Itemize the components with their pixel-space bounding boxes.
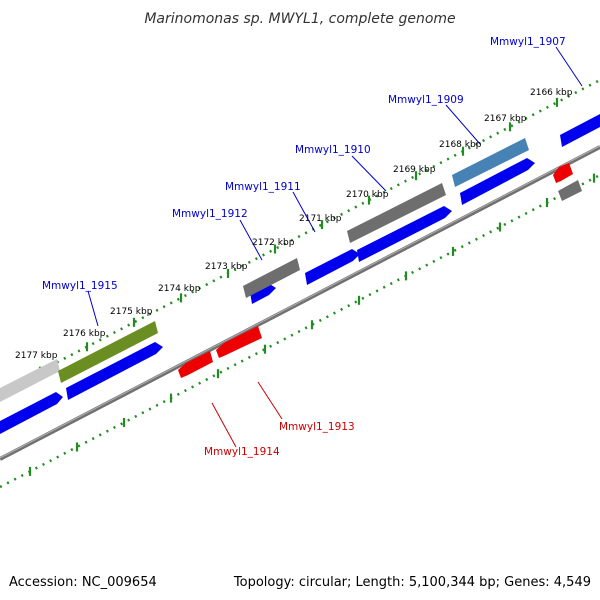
gene-label-mmwyl1-1910[interactable]: Mmwyl1_1910 [295,144,371,156]
gene-label-mmwyl1-1912[interactable]: Mmwyl1_1912 [172,208,248,220]
forward-cds [250,283,276,304]
feature-bar-gray [558,180,582,201]
lower-tick-ring [0,173,600,489]
upper-tick-ring [0,78,600,394]
tick-label: 2175 kbp [110,307,153,317]
tick-label: 2174 kbp [158,284,201,294]
tick-label: 2169 kbp [393,165,436,175]
gene-label-mmwyl1-1913[interactable]: Mmwyl1_1913 [279,421,355,433]
tick-label: 2176 kbp [63,329,106,339]
forward-cds [357,206,452,262]
feature-bar-gray [347,183,446,243]
gene-label-mmwyl1-1907[interactable]: Mmwyl1_1907 [490,36,566,48]
tick-label: 2171 kbp [299,214,342,224]
tick-label: 2173 kbp [205,262,248,272]
lower-major-ticks [28,173,596,476]
feature-bar-light-gray [0,359,60,402]
tick-label: 2172 kbp [252,238,295,248]
feature-bar-gray [243,258,300,298]
tick-label: 2170 kbp [346,190,389,200]
gene-labels: Mmwyl1_1907 Mmwyl1_1909 Mmwyl1_1910 Mmwy… [42,36,566,458]
tick-label: 2167 kbp [484,114,527,124]
feature-bar-olive [58,321,158,383]
forward-cds [560,114,600,147]
forward-cds [460,158,535,205]
genome-summary-text: Topology: circular; Length: 5,100,344 bp… [233,575,591,590]
label-leaders [87,46,583,448]
gene-label-mmwyl1-1911[interactable]: Mmwyl1_1911 [225,181,301,193]
forward-cds [66,342,163,400]
gene-label-mmwyl1-1909[interactable]: Mmwyl1_1909 [388,94,464,106]
features [0,114,600,434]
tick-label: 2166 kbp [530,88,573,98]
forward-cds [305,249,360,285]
tick-label: 2177 kbp [15,351,58,361]
gene-label-mmwyl1-1914[interactable]: Mmwyl1_1914 [204,446,280,458]
genome-backbone [0,145,600,461]
tick-label: 2168 kbp [439,140,482,150]
map-title: Marinomonas sp. MWYL1, complete genome [144,11,455,27]
forward-cds [0,392,63,434]
reverse-cds [216,326,262,358]
feature-bar-steelblue [452,138,529,187]
reverse-cds [178,351,213,378]
gene-label-mmwyl1-1915[interactable]: Mmwyl1_1915 [42,280,118,292]
reverse-cds [553,163,573,183]
accession-text: Accession: NC_009654 [9,575,157,590]
tick-labels: 2166 kbp 2167 kbp 2168 kbp 2169 kbp 2170… [15,88,573,361]
